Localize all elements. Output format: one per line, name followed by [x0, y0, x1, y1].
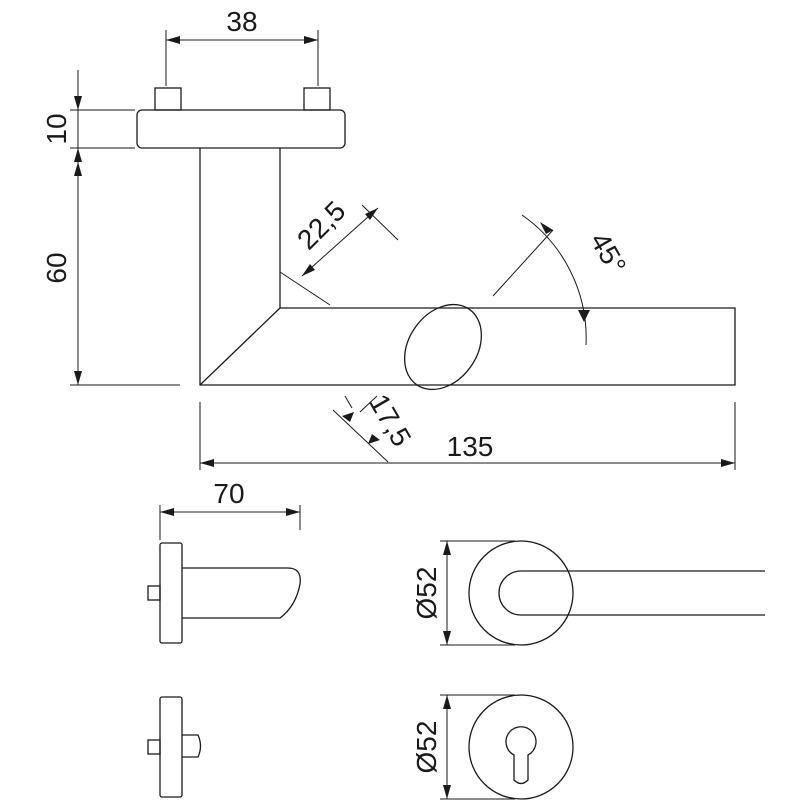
dimension-22-5-label: 22,5 [291, 195, 351, 255]
escutcheon-front-view [468, 694, 574, 800]
dimension-70-label: 70 [213, 478, 244, 509]
side-rose-plate [159, 542, 183, 644]
mitre-line [199, 307, 281, 386]
dimension-45-label: 45° [584, 227, 632, 279]
dimension-70: 70 [159, 478, 301, 540]
dimension-60: 60 [41, 148, 180, 386]
dimension-diameter-bottom: Ø52 [411, 694, 515, 800]
escutcheon-side-pin [147, 739, 161, 755]
dimension-135: 135 [199, 402, 736, 470]
keyhole-outline [505, 726, 537, 785]
lever-front-view [468, 540, 765, 646]
dimension-60-label: 60 [41, 252, 72, 283]
rose-plate [136, 109, 346, 149]
rose-pin-right [303, 87, 331, 111]
escutcheon-side-plate [159, 696, 183, 798]
lever-body-outline [199, 148, 736, 386]
dimension-diameter-top-label: Ø52 [411, 567, 442, 620]
side-lever-profile [182, 567, 301, 619]
front-rose-circle [468, 540, 574, 646]
dimension-38-label: 38 [226, 6, 257, 37]
rose-pin-left [154, 87, 182, 111]
dimension-135-label: 135 [447, 431, 494, 462]
lever-side-view [136, 87, 736, 391]
bar-section-ellipse [403, 303, 483, 391]
side-rose-pin [147, 585, 161, 601]
dimension-45-degrees: 45° [492, 214, 632, 346]
dimension-10-label: 10 [41, 113, 72, 144]
dimension-diameter-top: Ø52 [411, 540, 515, 646]
lever-end-side-view [147, 542, 301, 644]
dimension-17-5: 17,5 [332, 389, 417, 463]
dimension-10: 10 [41, 70, 135, 162]
dimension-22-5: 22,5 [279, 195, 399, 306]
escutcheon-rose-circle [468, 694, 574, 800]
dimension-38: 38 [165, 6, 319, 86]
escutcheon-side-view [147, 696, 202, 798]
dimension-diameter-bottom-label: Ø52 [411, 721, 442, 774]
front-lever-outline [498, 570, 765, 616]
escutcheon-side-boss [182, 734, 202, 758]
